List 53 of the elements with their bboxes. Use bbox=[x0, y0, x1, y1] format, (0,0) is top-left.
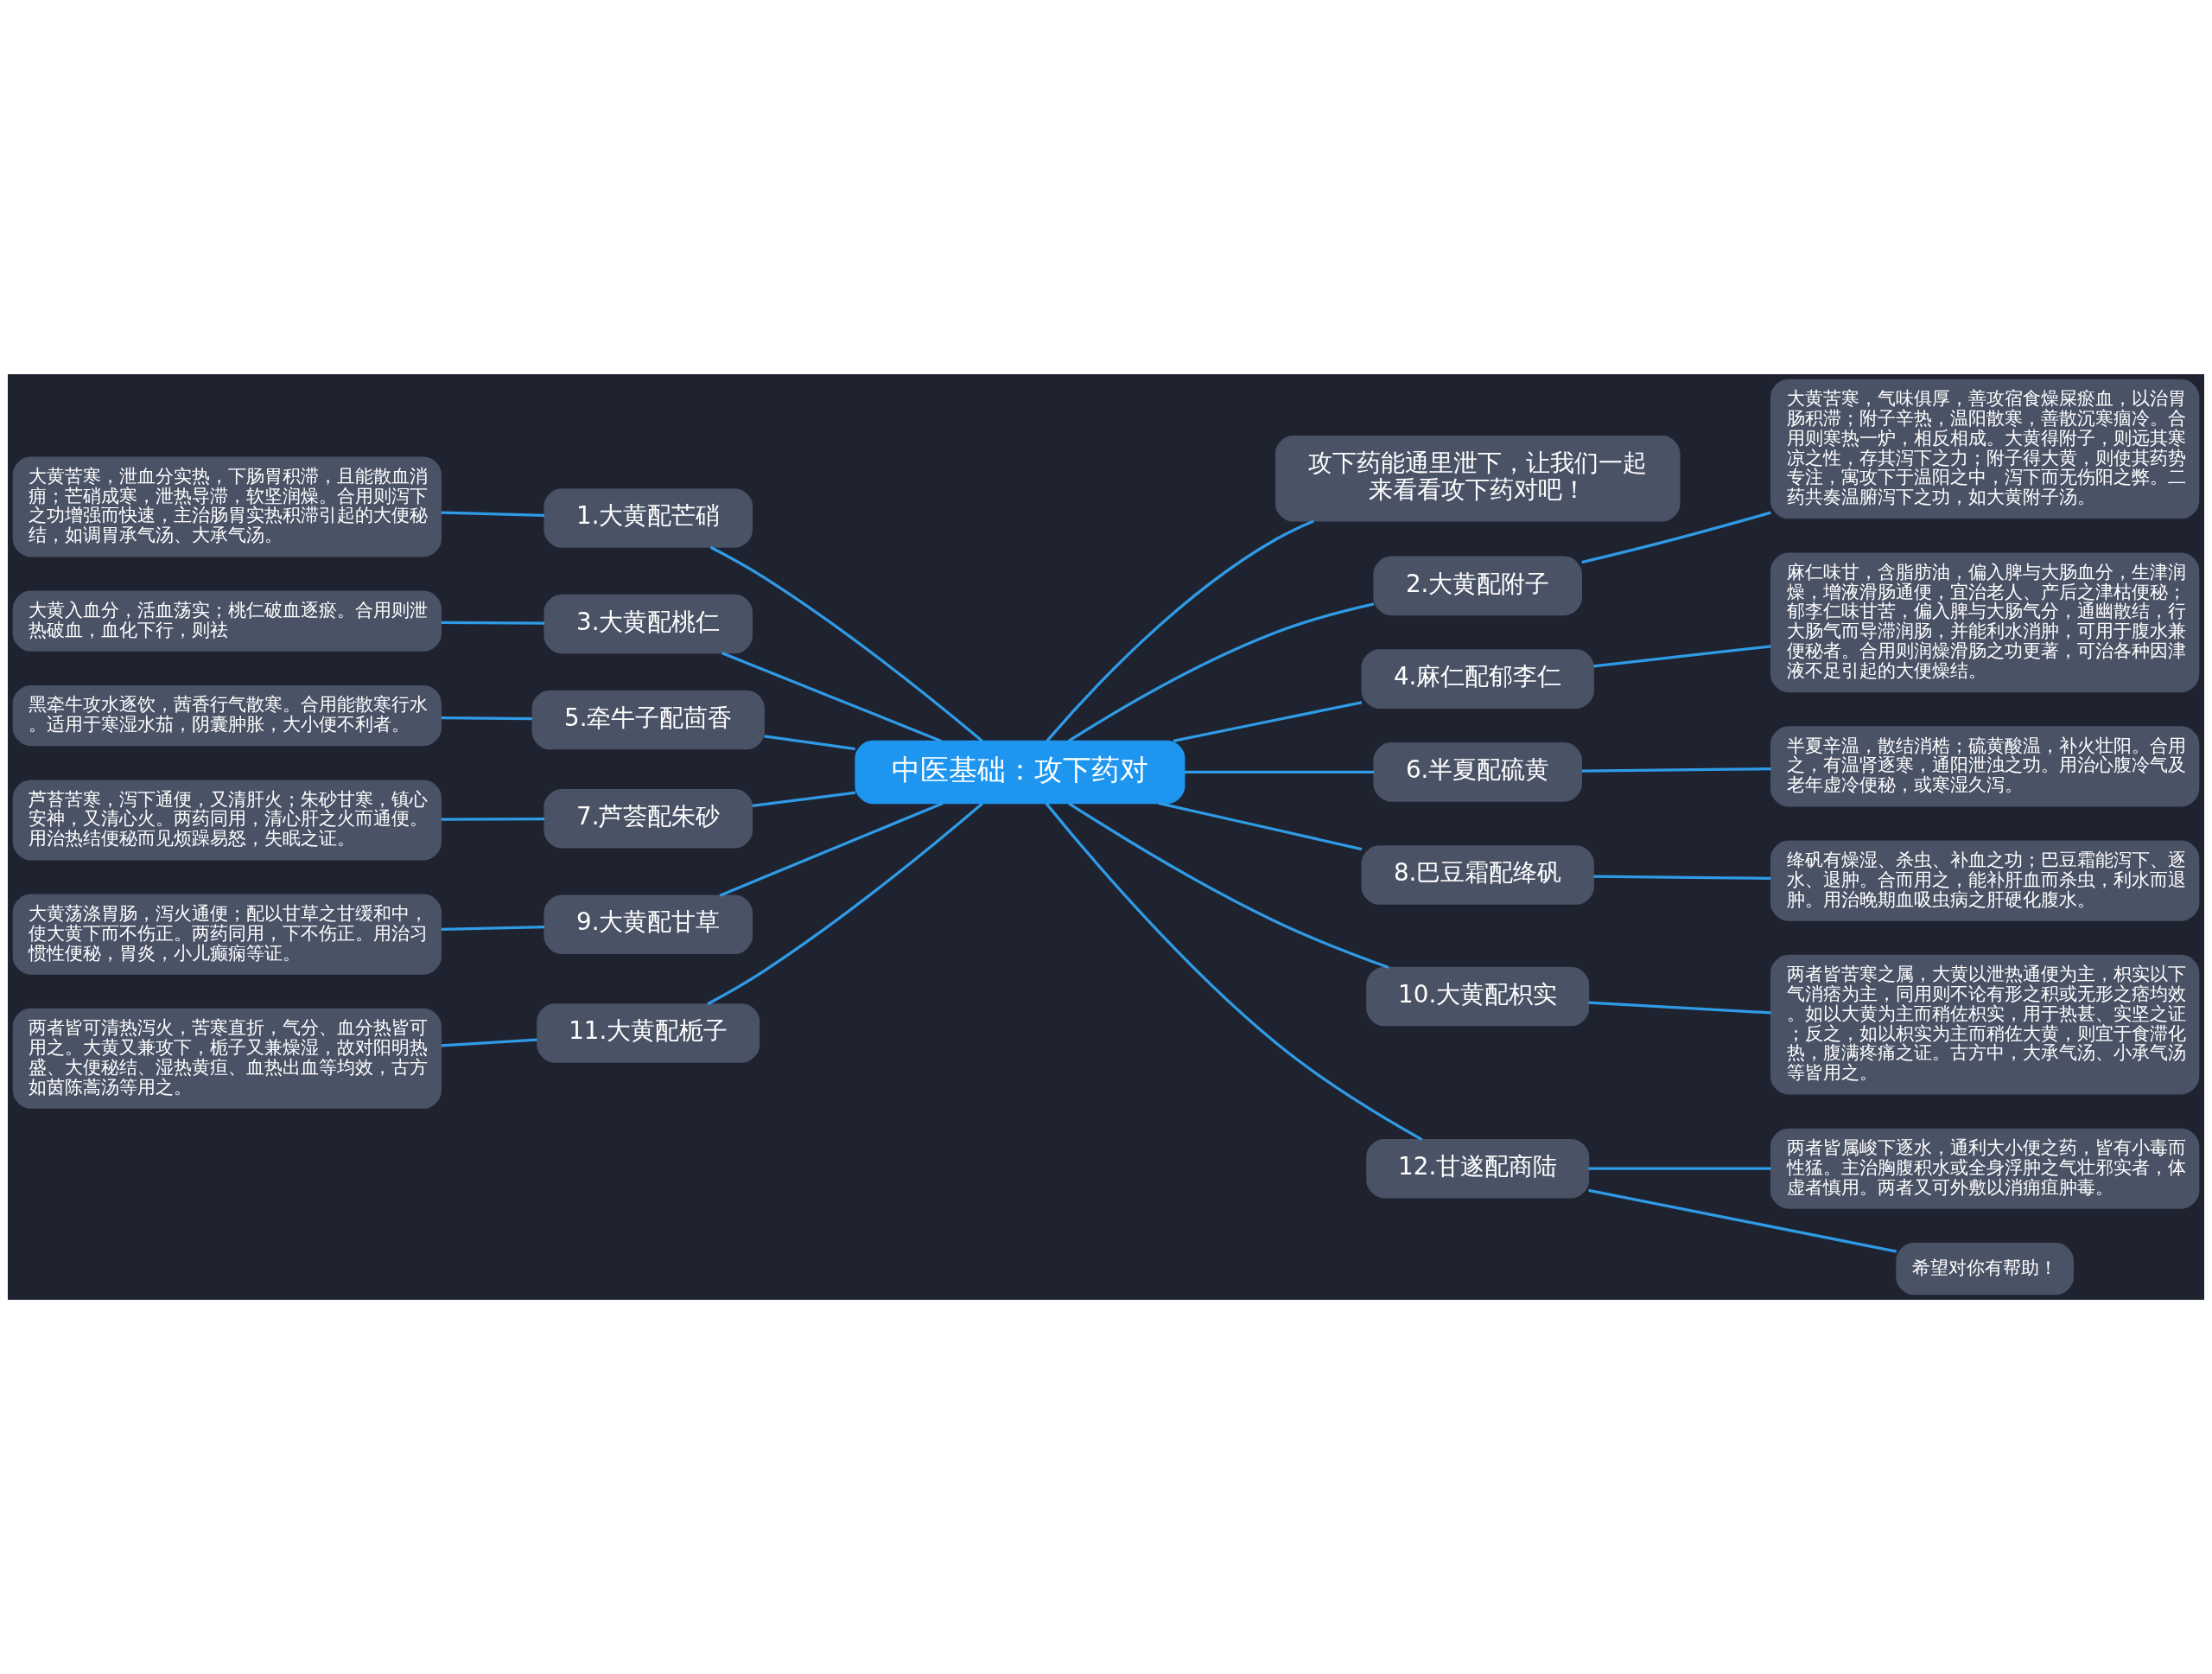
node-box: 大黄苦寒，泄血分实热，下肠胃积滞，且能散血消痈；芒硝成寒，泄热导滞，软坚润燥。合用则泻下之功增强而快速，主治肠胃实热积滞引起的大便秘结，如调胃承气汤、大承气汤。 bbox=[12, 456, 442, 557]
connector bbox=[441, 818, 545, 821]
node-box: 9.大黄配甘草 bbox=[543, 894, 753, 954]
connector bbox=[1593, 875, 1771, 880]
node-box: 大黄入血分，活血荡实；桃仁破血逐瘀。合用则泄热破血，血化下行，则祛 bbox=[12, 590, 442, 652]
node-box: 芦苔苦寒，泻下通便，又清肝火；朱砂甘寒，镇心安神，又清心火。两药同用，清心肝之火而通便。用治热结便秘而见烦躁易怒，失眠之证。 bbox=[12, 780, 442, 861]
node-box: 攻下药能通里泄下，让我们一起来看看攻下药对吧！ bbox=[1274, 436, 1681, 522]
connector bbox=[719, 802, 944, 897]
node-box: 麻仁味甘，含脂肪油，偏入脾与大肠血分，生津润燥，增液滑肠通便，宜治老人、产后之津枯便秘；郁李仁味甘苦，偏入脾与大肠气分，通幽散结，行大肠气而导滞润肠，并能利水消肿，可用于腹水兼便秘者。合用则润燥滑肠之功更著，可治各种因津液不足引起的大便燥结。 bbox=[1770, 552, 2200, 693]
connector bbox=[1046, 519, 1314, 742]
node-box: 两者皆属峻下逐水，通利大小便之药，皆有小毒而性猛。主治胸腹积水或全身浮肿之气壮邪实者，体虚者慎用。两者又可外敷以消痈疽肿毒。 bbox=[1770, 1128, 2200, 1209]
connector bbox=[441, 621, 545, 625]
connector bbox=[441, 511, 545, 517]
node-box: 4.麻仁配郁李仁 bbox=[1361, 649, 1594, 709]
connector bbox=[709, 545, 983, 742]
connector bbox=[1588, 1001, 1771, 1015]
connector bbox=[1581, 767, 1771, 773]
connector bbox=[1045, 802, 1423, 1141]
connector bbox=[1581, 511, 1771, 564]
connector bbox=[441, 1038, 537, 1047]
node-box: 11.大黄配栀子 bbox=[537, 1003, 760, 1063]
connector bbox=[707, 802, 984, 1006]
connector bbox=[752, 791, 856, 807]
node-box: 2.大黄配附子 bbox=[1373, 556, 1582, 616]
node-box: 希望对你有帮助！ bbox=[1896, 1242, 2074, 1295]
node-box: 6.半夏配硫黄 bbox=[1373, 742, 1582, 802]
connector bbox=[1588, 1167, 1771, 1170]
connector bbox=[1588, 1188, 1897, 1253]
connector bbox=[1068, 802, 1389, 969]
connector bbox=[1173, 701, 1363, 742]
node-box: 3.大黄配桃仁 bbox=[543, 594, 753, 654]
connector bbox=[1068, 602, 1375, 742]
node-box: 7.芦荟配朱砂 bbox=[543, 789, 753, 849]
connector bbox=[441, 716, 532, 721]
node-box: 10.大黄配枳实 bbox=[1366, 966, 1590, 1027]
node-box: 1.大黄配芒硝 bbox=[543, 488, 753, 548]
node-box: 半夏辛温，散结消梏；硫黄酸温，补火壮阳。合用之，有温肾逐寒，通阳泄浊之功。用治心腹冷气及老年虚冷便秘，或寒湿久泻。 bbox=[1770, 726, 2200, 807]
connector bbox=[1593, 645, 1771, 668]
connector bbox=[721, 652, 942, 742]
node-box: 中医基础：攻下药对 bbox=[855, 740, 1185, 805]
node-box: 大黄苦寒，气味俱厚，善攻宿食燥屎瘀血，以治胃肠积滞；附子辛热，温阳散寒，善散沉寒痼冷。合用则寒热一炉，相反相成。大黄得附子，则远其寒凉之性，存其泻下之力；附子得大黄，则使其药势专注，寓攻下于温阳之中，泻下而无伤阳之弊。二药共奏温腑泻下之功，如大黄附子汤。 bbox=[1770, 379, 2200, 519]
connector bbox=[1184, 770, 1375, 774]
node-box: 5.牵牛子配茴香 bbox=[531, 690, 765, 750]
node-box: 两者皆苦寒之属，大黄以泄热通便为主，枳实以下气消痞为主，同用则不论有形之积或无形之痞均效。如以大黄为主而稍佐枳实，用于热甚、实坚之证；反之，如以枳实为主而稍佐大黄，则宜于食滞化热，腹满疼痛之证。古方中，大承气汤、小承气汤等皆用之。 bbox=[1770, 954, 2200, 1095]
node-box: 黑牵牛攻水逐饮，茜香行气散寒。合用能散寒行水。适用于寒湿水茄，阴囊肿胀，大小便不利者。 bbox=[12, 685, 442, 747]
node-box: 绛矾有燥湿、杀虫、补血之功；巴豆霜能泻下、逐水、退肿。合而用之，能补肝血而杀虫，利水而退肿。用治晚期血吸虫病之肝硬化腹水。 bbox=[1770, 840, 2200, 921]
connector bbox=[764, 735, 855, 751]
connector bbox=[1158, 801, 1363, 851]
connector bbox=[441, 925, 545, 931]
node-box: 12.甘遂配商陆 bbox=[1366, 1138, 1590, 1199]
node-box: 两者皆可清热泻火，苦寒直折，气分、血分热皆可用之。大黄又兼攻下，栀子又兼燥湿，故对阳明热盛、大便秘结、湿热黄疸、血热出血等均效，古方如茵陈蒿汤等用之。 bbox=[12, 1008, 442, 1109]
node-box: 大黄荡涤胃肠，泻火通便；配以甘草之甘缓和中，使大黄下而不伤正。两药同用，下不伤正。用治习惯性便秘，胃炎，小儿癫痫等证。 bbox=[12, 894, 442, 975]
node-box: 8.巴豆霜配绛矾 bbox=[1361, 845, 1594, 905]
